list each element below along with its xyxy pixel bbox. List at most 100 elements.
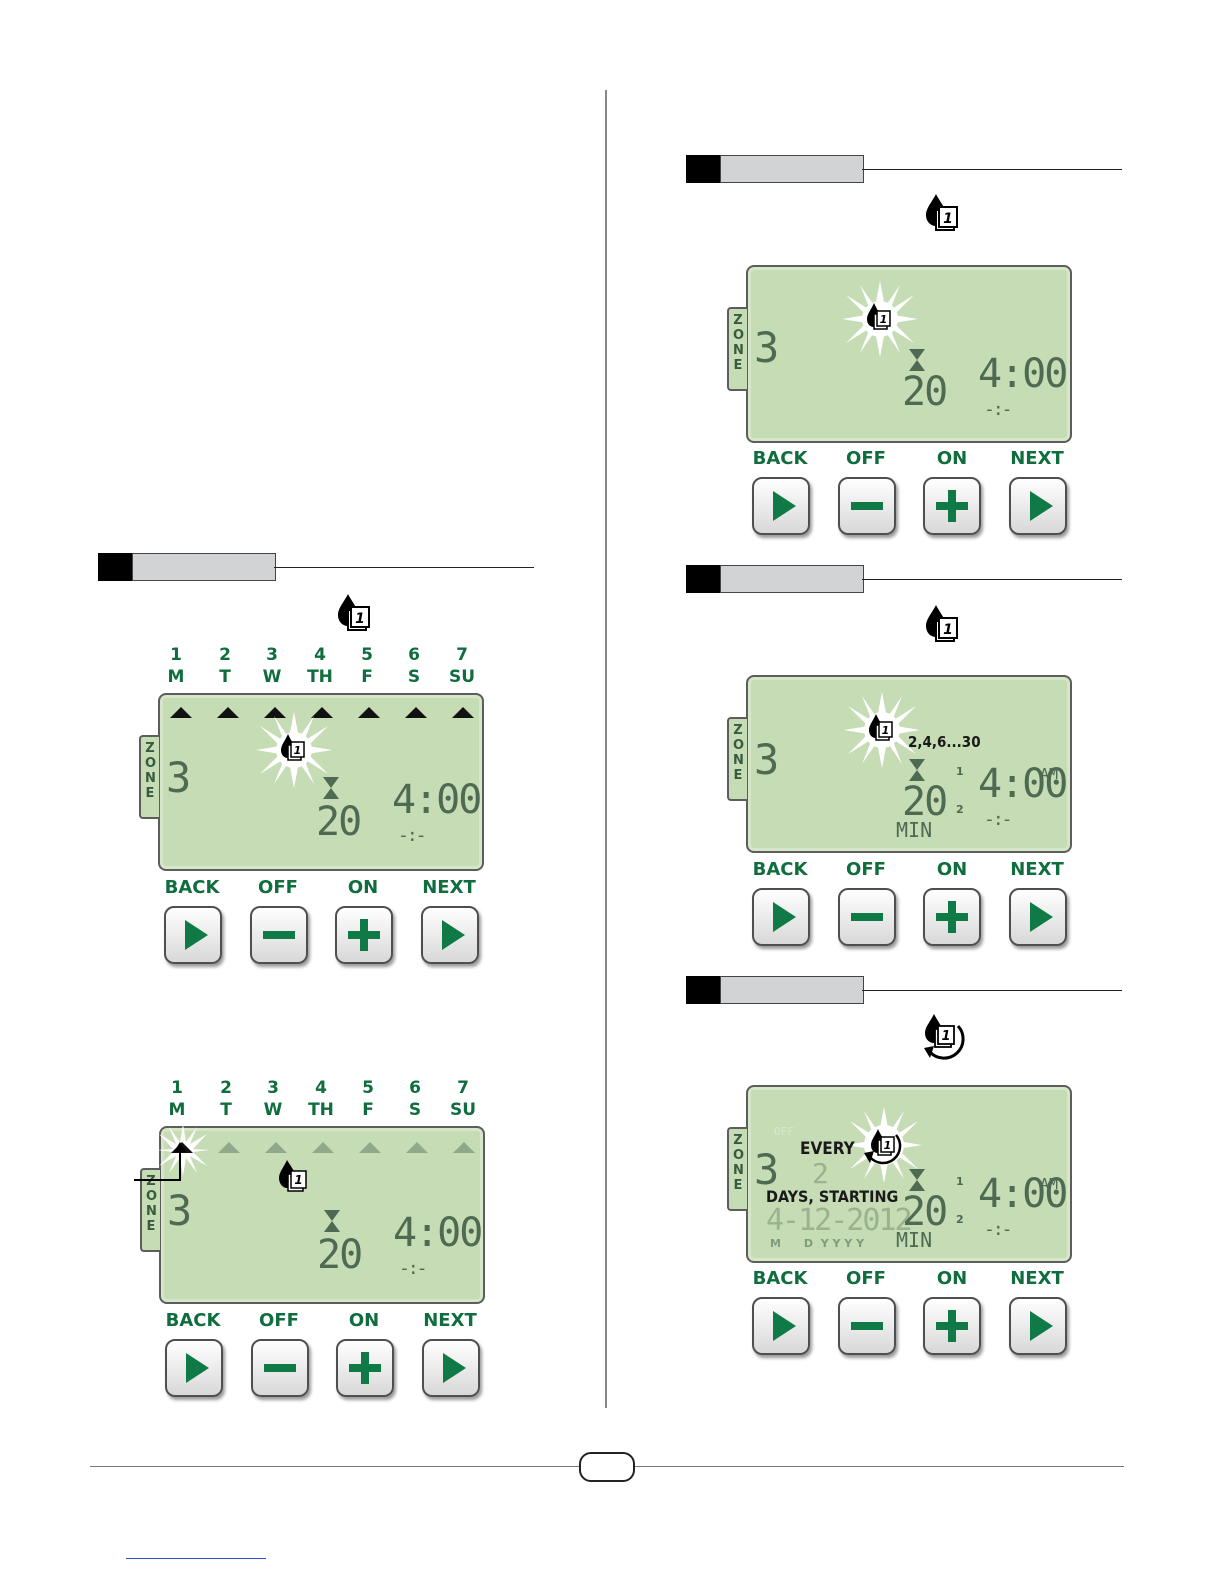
plus-icon	[349, 1352, 381, 1384]
hourglass-icon	[909, 349, 925, 371]
off-label: OFF	[846, 1268, 886, 1289]
zone-tab: ZONE	[727, 1127, 747, 1211]
blinking-drop-icon: 1	[844, 692, 920, 768]
water-drop-calendar-icon: 1	[338, 594, 370, 631]
section-rule	[862, 579, 1122, 580]
zone-number: 3	[754, 323, 779, 372]
blank-time: -:-	[399, 1258, 427, 1279]
zone-number: 3	[754, 735, 779, 784]
duration-value: 20	[317, 1232, 363, 1278]
zone-letters: ZONE	[733, 723, 745, 783]
next-label: NEXT	[1010, 448, 1064, 469]
plus-icon	[936, 1310, 968, 1342]
zone-tab: ZONE	[727, 717, 747, 801]
page-number-pill	[579, 1452, 635, 1482]
zone-letters: ZONE	[733, 313, 745, 373]
section-header-left	[98, 553, 538, 581]
plus-icon	[936, 490, 968, 522]
start-time: 4:00	[978, 351, 1068, 397]
section-rule	[862, 990, 1122, 991]
back-label: BACK	[752, 1268, 808, 1289]
day-marker-4	[311, 707, 333, 718]
minus-icon	[851, 502, 883, 510]
play-icon	[1030, 902, 1053, 932]
lcd-display-c: ZONE 1 3 20 4:00 -:-	[727, 265, 1072, 443]
day-marker-2	[218, 1142, 240, 1153]
on-button[interactable]	[923, 1297, 981, 1355]
next-label: NEXT	[1010, 1268, 1064, 1289]
play-icon	[773, 1311, 796, 1341]
hourglass-icon	[323, 777, 339, 799]
on-button[interactable]	[923, 888, 981, 946]
svg-text:1: 1	[884, 1139, 892, 1152]
zone-tab: ZONE	[139, 735, 159, 819]
zone-tab: ZONE	[140, 1168, 160, 1252]
start-time: 4:00	[978, 1171, 1068, 1217]
back-button[interactable]	[164, 906, 222, 964]
section-header-right-3	[686, 976, 1126, 1004]
back-button[interactable]	[752, 888, 810, 946]
off-button[interactable]	[838, 888, 896, 946]
day-marker-3	[265, 1142, 287, 1153]
play-icon	[186, 1353, 209, 1383]
back-button[interactable]	[752, 1297, 810, 1355]
off-button[interactable]	[250, 906, 308, 964]
min-label: MIN	[896, 818, 933, 842]
off-label: OFF	[259, 1310, 299, 1331]
on-button[interactable]	[336, 1339, 394, 1397]
section-number-box	[686, 976, 720, 1004]
back-button[interactable]	[752, 477, 810, 535]
lcd-display-e: ZONE OFF 1 EVERY 2 3 DAYS, STARTING 4-12…	[727, 1085, 1072, 1263]
off-label: OFF	[846, 448, 886, 469]
play-icon	[443, 1353, 466, 1383]
program-2-indicator: 2	[956, 1213, 964, 1226]
next-button[interactable]	[1009, 1297, 1067, 1355]
back-button[interactable]	[165, 1339, 223, 1397]
minus-icon	[263, 931, 295, 939]
next-button[interactable]	[422, 1339, 480, 1397]
back-label: BACK	[752, 448, 808, 469]
back-label: BACK	[165, 1310, 221, 1331]
zone-number: 3	[167, 1186, 192, 1235]
minus-icon	[851, 913, 883, 921]
svg-text:1: 1	[943, 211, 953, 227]
day-marker-6	[405, 707, 427, 718]
svg-text:1: 1	[882, 724, 890, 737]
on-label: ON	[348, 1310, 380, 1331]
next-button[interactable]	[421, 906, 479, 964]
on-button[interactable]	[923, 477, 981, 535]
duration-value: 20	[902, 369, 948, 415]
start-date: 4-12-2012	[766, 1203, 913, 1238]
zone-letters: ZONE	[146, 1174, 158, 1234]
svg-text:1: 1	[941, 1029, 950, 1044]
svg-text:1: 1	[294, 744, 302, 757]
next-button[interactable]	[1009, 477, 1067, 535]
off-label: OFF	[846, 859, 886, 880]
zone-letters: ZONE	[145, 741, 157, 801]
footer-link-underline	[126, 1558, 266, 1559]
off-button[interactable]	[838, 1297, 896, 1355]
back-label: BACK	[752, 859, 808, 880]
minus-icon	[264, 1364, 296, 1372]
day-marker-7	[453, 1142, 475, 1153]
section-rule	[862, 169, 1122, 170]
play-icon	[1030, 1311, 1053, 1341]
hourglass-icon	[909, 1169, 925, 1191]
am-label: AM	[1040, 1175, 1059, 1193]
day-marker-5	[359, 1142, 381, 1153]
day-marker-3	[264, 707, 286, 718]
section-title-box	[132, 553, 276, 581]
off-button[interactable]	[838, 477, 896, 535]
next-button[interactable]	[1009, 888, 1067, 946]
date-format-legend: M D Y Y Y Y	[770, 1237, 865, 1250]
off-button[interactable]	[251, 1339, 309, 1397]
interval-days: 2	[812, 1157, 829, 1190]
cycle-icon: 1	[924, 1014, 965, 1060]
on-button[interactable]	[335, 906, 393, 964]
